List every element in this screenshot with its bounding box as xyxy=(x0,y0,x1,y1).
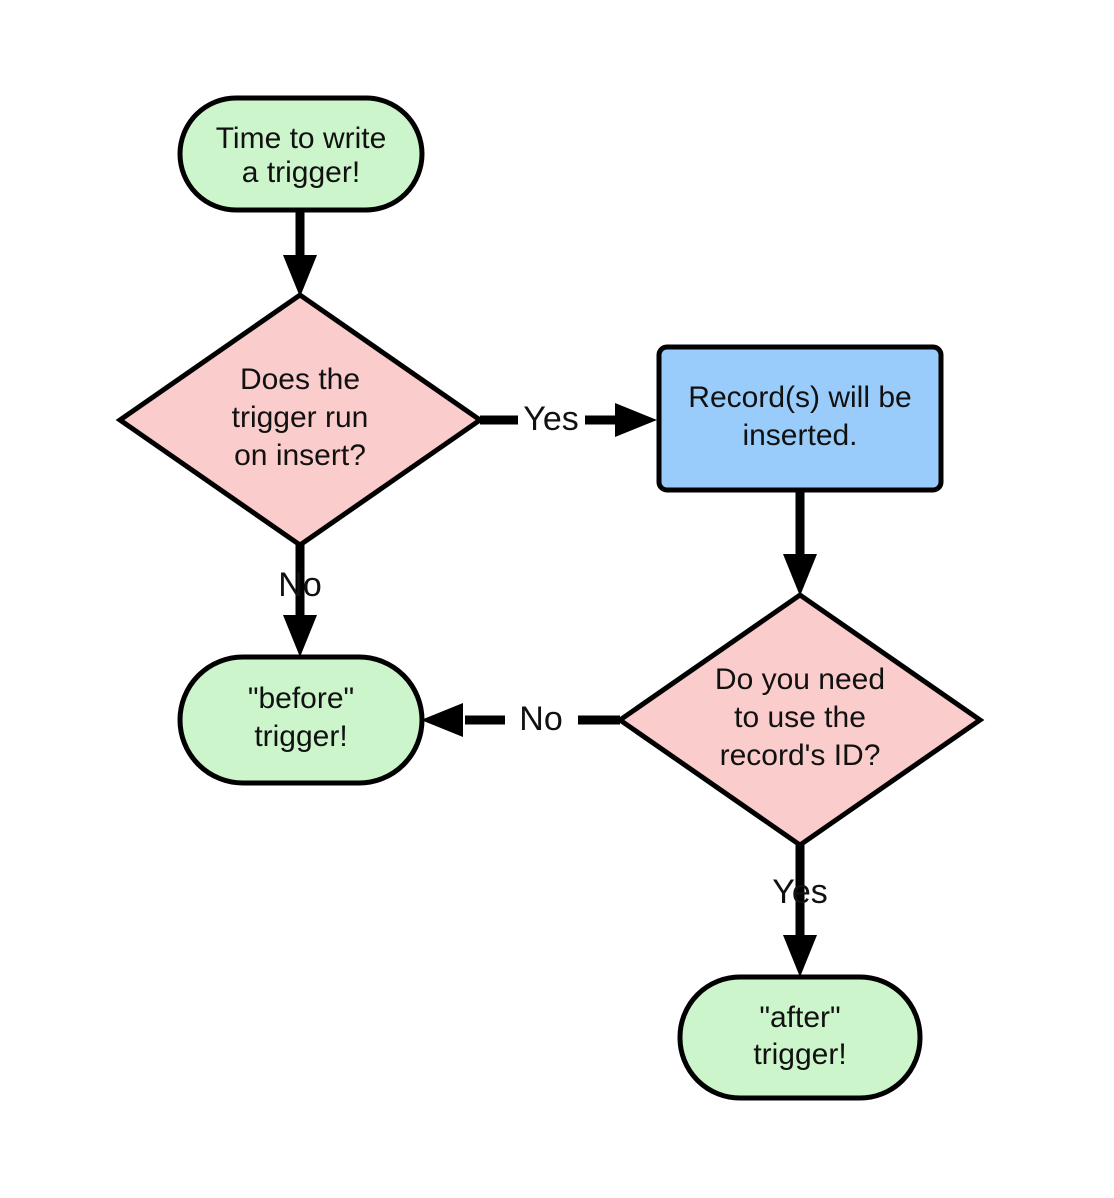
arrowhead-right-icon xyxy=(615,403,657,437)
edge-start-to-decision-insert xyxy=(283,208,317,297)
node-label-line: "after" xyxy=(759,1001,840,1034)
edge-label-yes-record-id: Yes xyxy=(772,873,827,911)
node-shape-rect[interactable] xyxy=(656,344,944,493)
node-label-line: Do you need xyxy=(715,663,885,696)
node-label-line: record's ID? xyxy=(720,739,881,772)
node-label-line: Time to write xyxy=(216,122,387,155)
edge-records-inserted-to-decision-record-id xyxy=(783,490,817,596)
node-label-line: trigger! xyxy=(753,1038,846,1071)
edge-decision-record-id-yes-to-after-trigger xyxy=(783,845,817,977)
node-shape-stadium[interactable] xyxy=(177,654,425,786)
edge-label-text: No xyxy=(519,700,562,738)
node-label-line: trigger! xyxy=(254,720,347,753)
edge-label-text: Yes xyxy=(772,873,827,911)
arrowhead-down-icon xyxy=(783,935,817,977)
edge-label-text: Yes xyxy=(523,400,578,438)
node-label-line: a trigger! xyxy=(242,156,360,189)
node-shape-stadium[interactable] xyxy=(677,974,923,1101)
node-shape-stadium[interactable] xyxy=(177,95,425,213)
node-shape-diamond[interactable] xyxy=(615,591,985,849)
node-label-line: inserted. xyxy=(742,419,857,452)
node-label-line: Does the xyxy=(240,363,360,396)
arrowhead-left-icon xyxy=(421,703,463,737)
node-process-records-will-be-inserted[interactable]: Record(s) will be inserted. xyxy=(656,344,944,493)
node-terminator-before-trigger[interactable]: "before" trigger! xyxy=(177,654,425,786)
edge-decision-insert-no-to-before-trigger xyxy=(283,545,317,657)
edge-label-yes-insert: Yes xyxy=(523,400,578,438)
arrowhead-down-icon xyxy=(283,255,317,297)
node-decision-does-trigger-run-on-insert[interactable]: Does the trigger run on insert? xyxy=(115,291,485,549)
node-start-time-to-write-a-trigger[interactable]: Time to write a trigger! xyxy=(177,95,425,213)
node-label-line: trigger run xyxy=(232,401,369,434)
edge-label-text: No xyxy=(278,566,321,604)
node-label-line: Record(s) will be xyxy=(688,381,911,414)
node-shape-diamond[interactable] xyxy=(115,291,485,549)
node-label-line: on insert? xyxy=(234,439,366,472)
arrowhead-down-icon xyxy=(283,615,317,657)
arrowhead-down-icon xyxy=(783,554,817,596)
edge-decision-record-id-no-to-before-trigger xyxy=(421,703,620,737)
node-decision-do-you-need-record-id[interactable]: Do you need to use the record's ID? xyxy=(615,591,985,849)
edge-label-no-insert: No xyxy=(278,566,321,604)
node-label-line: "before" xyxy=(248,682,354,715)
node-terminator-after-trigger[interactable]: "after" trigger! xyxy=(677,974,923,1101)
edge-decision-insert-yes-to-records-inserted xyxy=(480,403,657,437)
edge-label-no-record-id: No xyxy=(519,700,562,738)
node-label-line: to use the xyxy=(734,701,866,734)
